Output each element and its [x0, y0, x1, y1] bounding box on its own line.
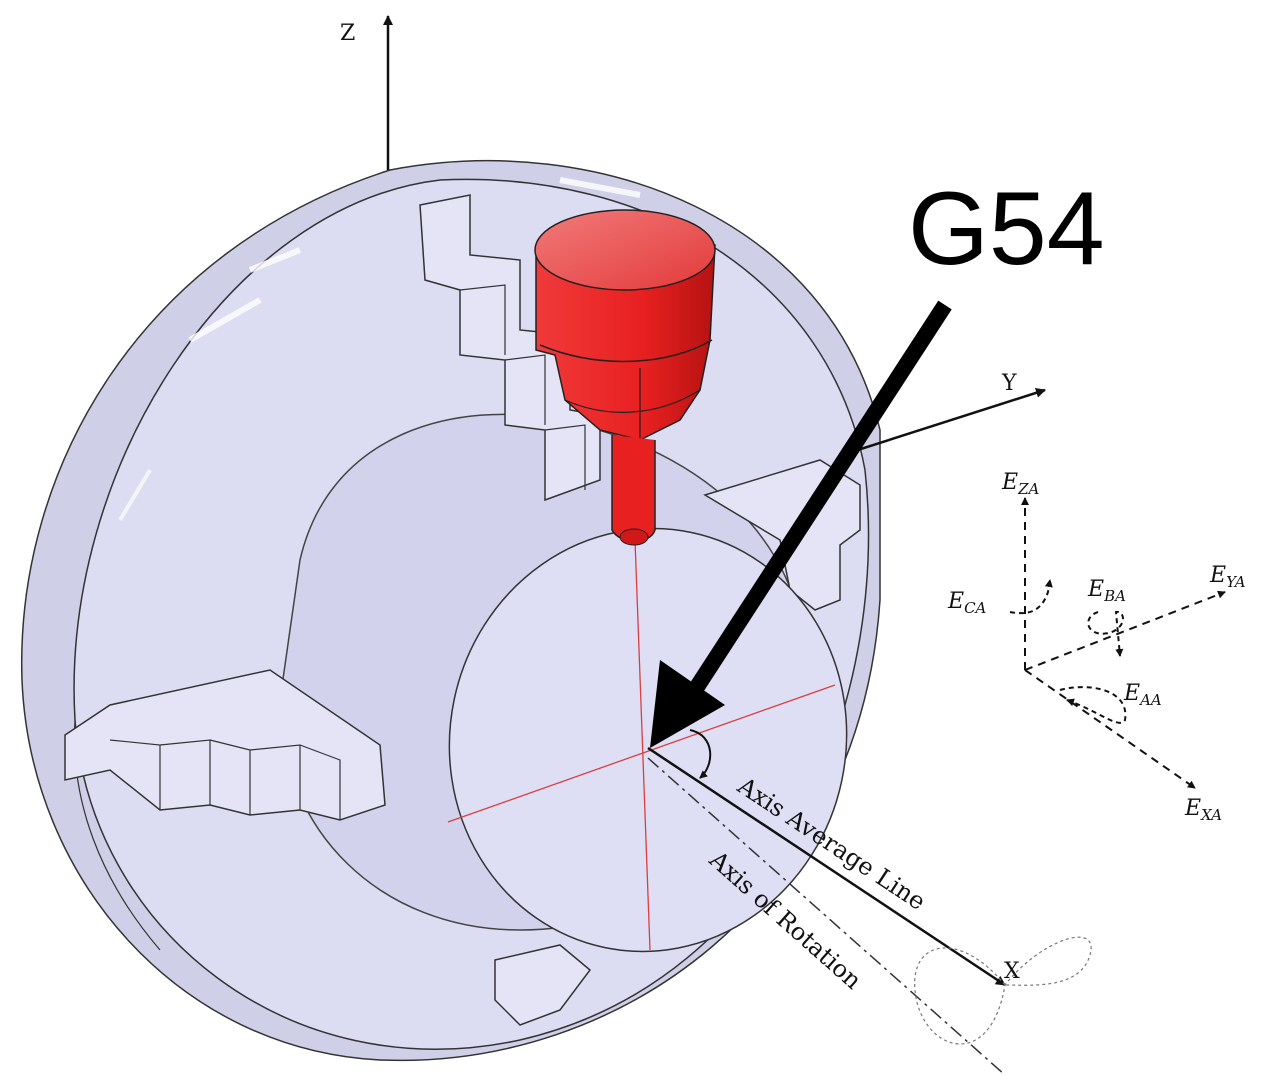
- g54-callout: G54: [650, 171, 1105, 748]
- axis-of-rotation: [647, 757, 1006, 1076]
- error-vectors: [1009, 497, 1226, 789]
- wobble-trace: [914, 936, 1092, 1045]
- z-axis: Z: [340, 15, 393, 170]
- axis-average-line: [647, 746, 1006, 987]
- error-label-ba: EBA: [1087, 577, 1126, 605]
- error-label-ca: ECA: [947, 589, 987, 617]
- touch-probe: [534, 209, 716, 546]
- g54-label: G54: [908, 171, 1105, 287]
- error-label-aa: EAA: [1123, 681, 1162, 709]
- jaw-bottom: [494, 944, 592, 1026]
- jaw-top: [419, 194, 601, 502]
- error-label-ya: EYA: [1209, 563, 1246, 591]
- error-labels: EZA ECA EBA EYA EAA EXA: [947, 470, 1246, 824]
- y-axis: Y: [841, 371, 1046, 457]
- x-axis-label: X: [1004, 959, 1020, 984]
- workpiece-face: [448, 527, 848, 953]
- y-axis-label: Y: [1001, 371, 1017, 396]
- jaw-left: [64, 669, 386, 821]
- lathe-chuck: [21, 159, 881, 1062]
- face-crosshair: [447, 539, 836, 951]
- error-label-xa: EXA: [1184, 796, 1222, 824]
- error-label-za: EZA: [1001, 470, 1039, 498]
- z-axis-label: Z: [340, 21, 355, 46]
